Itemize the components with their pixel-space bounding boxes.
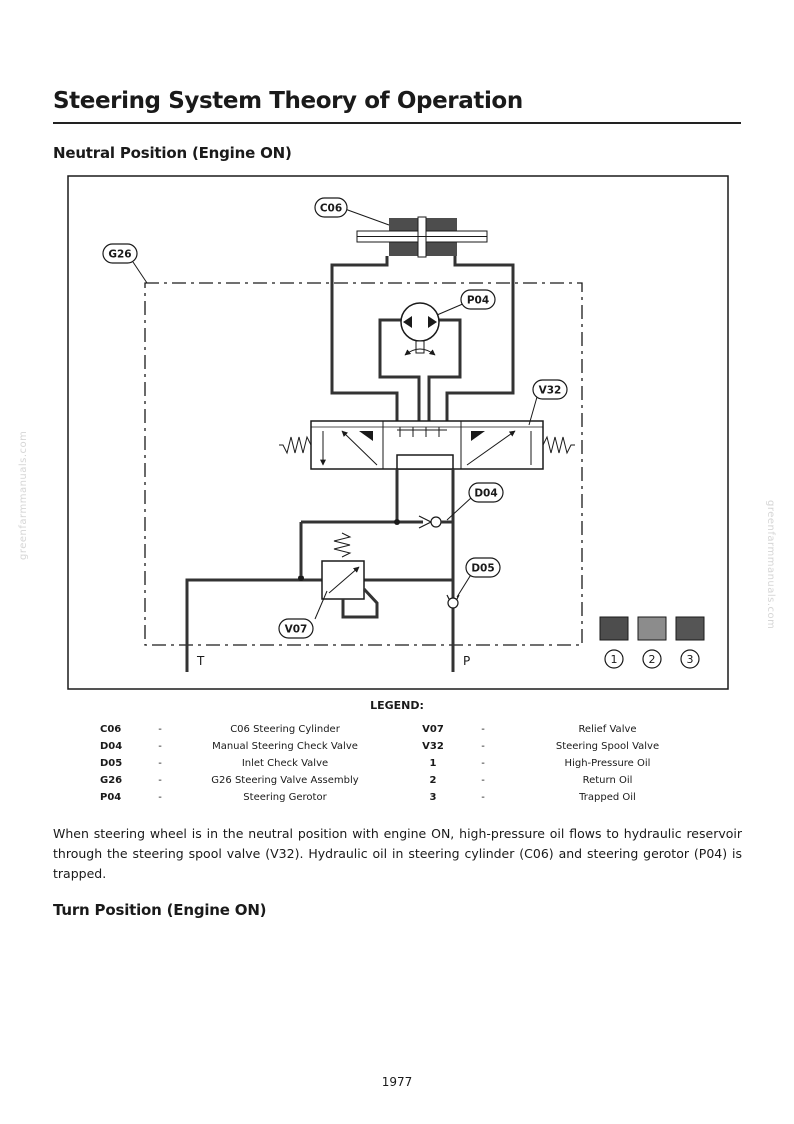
callout-d04: D04	[468, 482, 504, 503]
legend-description: Steering Gerotor	[243, 792, 327, 803]
legend-dash: -	[481, 741, 485, 752]
steering-gerotor	[400, 302, 440, 356]
callout-c06: C06	[314, 197, 348, 218]
watermark-left: greenfarmmanuals.com	[18, 430, 29, 560]
legend-dash: -	[158, 724, 162, 735]
legend-table: C06 - C06 Steering Cylinder V07 - Relief…	[0, 724, 794, 814]
swatch-2: 2	[637, 616, 667, 669]
legend-code: D05	[100, 758, 123, 769]
inlet-check-valve	[446, 594, 460, 609]
legend-code: 1	[429, 758, 437, 769]
watermark-right: greenfarmmanuals.com	[765, 500, 776, 630]
legend-code: V32	[422, 741, 444, 752]
steering-spool-valve	[310, 420, 544, 470]
title-rule	[53, 122, 741, 124]
legend-dash: -	[158, 758, 162, 769]
svg-text:2: 2	[649, 653, 656, 666]
legend-code: 3	[429, 792, 437, 803]
legend-dash: -	[481, 758, 485, 769]
swatch-1: 1	[599, 616, 629, 669]
steering-cylinder	[356, 216, 488, 258]
legend-row: D04 - Manual Steering Check Valve V32 - …	[0, 741, 794, 758]
legend-description: G26 Steering Valve Assembly	[211, 775, 359, 786]
svg-text:P04: P04	[467, 295, 489, 307]
spool-spring-left	[279, 435, 312, 455]
manual-steering-check-valve	[418, 515, 453, 529]
svg-text:D04: D04	[474, 488, 497, 500]
legend-dash: -	[481, 724, 485, 735]
relief-valve	[321, 532, 379, 619]
legend-description: High-Pressure Oil	[564, 758, 651, 769]
svg-text:V07: V07	[285, 624, 308, 636]
page-number: 1977	[381, 1075, 413, 1089]
legend-dash: -	[158, 775, 162, 786]
callout-v07: V07	[278, 618, 314, 639]
legend-code: P04	[100, 792, 122, 803]
valve-assembly-boundary	[144, 282, 583, 646]
legend-row: P04 - Steering Gerotor 3 - Trapped Oil	[0, 792, 794, 809]
legend-description: C06 Steering Cylinder	[230, 724, 340, 735]
legend-code: V07	[422, 724, 444, 735]
legend-dash: -	[481, 775, 485, 786]
callout-d05: D05	[465, 557, 501, 578]
legend-dash: -	[481, 792, 485, 803]
body-paragraph: When steering wheel is in the neutral po…	[53, 826, 742, 881]
legend-row: C06 - C06 Steering Cylinder V07 - Relief…	[0, 724, 794, 741]
legend-description: Inlet Check Valve	[241, 758, 329, 769]
svg-text:C06: C06	[320, 203, 342, 215]
svg-text:D05: D05	[471, 563, 494, 575]
legend-description: Trapped Oil	[579, 792, 636, 803]
swatch-3: 3	[675, 616, 705, 669]
callout-g26: G26	[102, 243, 138, 264]
page-title: Steering System Theory of Operation	[53, 88, 523, 114]
port-p-label: P	[463, 654, 470, 668]
legend-description: Steering Spool Valve	[555, 741, 660, 752]
callout-v32: V32	[532, 379, 568, 400]
legend-code: C06	[100, 724, 122, 735]
legend-row: D05 - Inlet Check Valve 1 - High-Pressur…	[0, 758, 794, 775]
callout-p04: P04	[460, 289, 496, 310]
legend-description: Manual Steering Check Valve	[212, 741, 358, 752]
legend-description: Return Oil	[582, 775, 633, 786]
legend-description: Relief Valve	[578, 724, 637, 735]
legend-row: G26 - G26 Steering Valve Assembly 2 - Re…	[0, 775, 794, 792]
svg-text:3: 3	[687, 653, 694, 666]
hydraulic-schematic: C06 G26 P04 V32 D04 D05 V07 T P 1 2 3	[67, 175, 729, 690]
diagram-frame	[67, 175, 729, 690]
svg-text:V32: V32	[539, 385, 562, 397]
port-t-label: T	[196, 654, 205, 668]
svg-text:G26: G26	[108, 249, 131, 261]
spool-spring-right	[542, 435, 575, 455]
legend-dash: -	[158, 741, 162, 752]
section-heading-turn: Turn Position (Engine ON)	[53, 901, 267, 919]
legend-code: 2	[429, 775, 437, 786]
svg-text:1: 1	[611, 653, 618, 666]
legend-title: LEGEND:	[370, 699, 424, 712]
legend-code: G26	[100, 775, 123, 786]
legend-dash: -	[158, 792, 162, 803]
section-heading-neutral: Neutral Position (Engine ON)	[53, 144, 292, 162]
legend-code: D04	[100, 741, 123, 752]
